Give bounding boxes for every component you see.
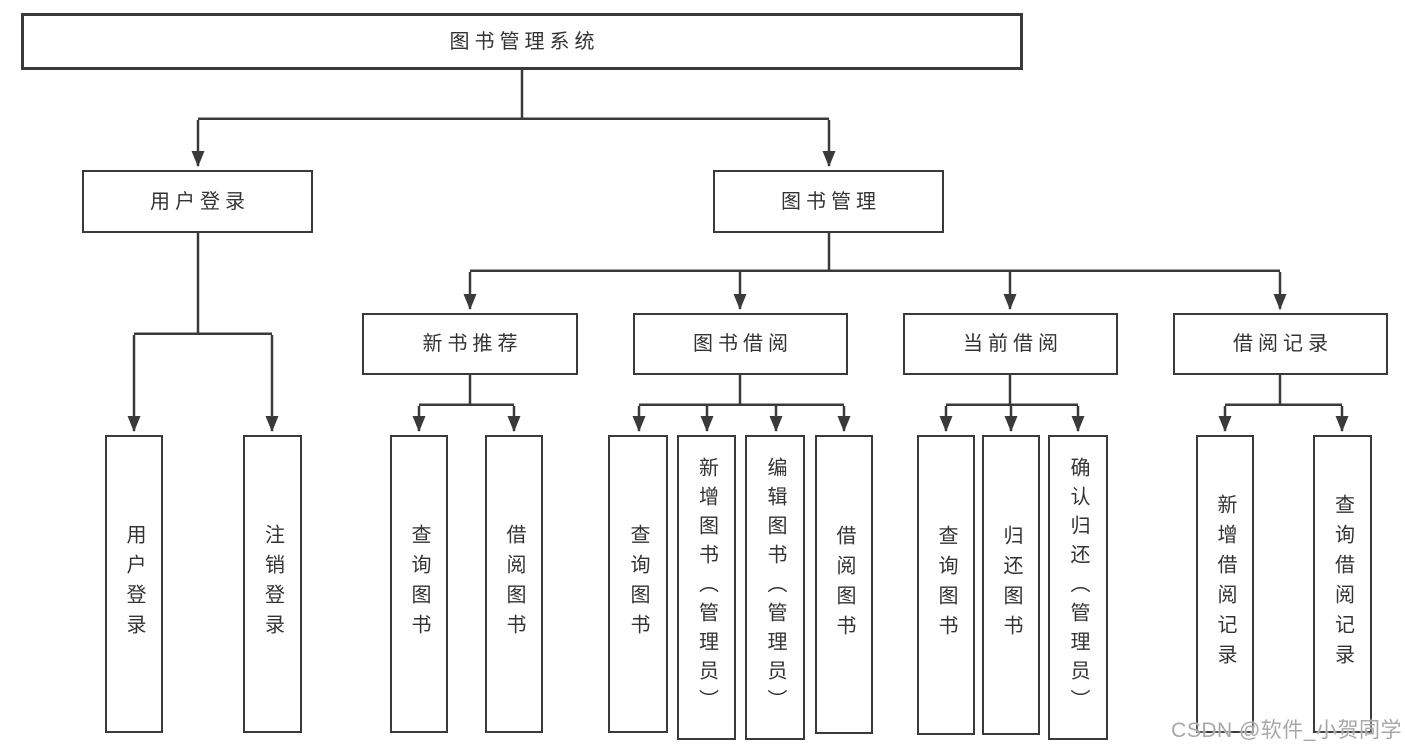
leaf-confirm-return-admin: 确认归还（管理员） — [1048, 435, 1108, 740]
leaf-logout: 注销登录 — [243, 435, 302, 733]
leaf-add-book-admin: 新增图书（管理员） — [677, 435, 736, 740]
wire-userlogin-branch — [134, 233, 272, 335]
node-book-borrow: 图书借阅 — [633, 313, 848, 375]
node-new-book-recommend: 新书推荐 — [362, 313, 578, 375]
leaf-add-borrow-record: 新增借阅记录 — [1196, 435, 1254, 733]
wire-bookmgmt-branch — [470, 233, 1280, 272]
csdn-watermark: CSDN @软件_小贺同学 — [1171, 719, 1402, 742]
wire-root-to-level2 — [198, 70, 829, 120]
node-user-login: 用户登录 — [82, 170, 313, 233]
wire-borrow-branch — [639, 375, 844, 406]
wire-current-branch — [946, 375, 1078, 406]
node-current-borrow: 当前借阅 — [903, 313, 1118, 375]
leaf-query-books-borrow: 查询图书 — [608, 435, 668, 733]
wire-newrec-branch — [419, 375, 514, 406]
node-library-system: 图书管理系统 — [21, 13, 1023, 70]
leaf-edit-book-admin: 编辑图书（管理员） — [745, 435, 805, 740]
leaf-return-book: 归还图书 — [982, 435, 1040, 735]
leaf-query-books-current: 查询图书 — [917, 435, 975, 735]
leaf-borrow-books-borrow: 借阅图书 — [815, 435, 873, 734]
wire-records-branch — [1225, 375, 1342, 406]
leaf-query-books-recommend: 查询图书 — [390, 435, 448, 733]
leaf-user-login: 用户登录 — [105, 435, 163, 733]
node-book-management: 图书管理 — [713, 170, 944, 233]
node-borrow-records: 借阅记录 — [1173, 313, 1388, 375]
leaf-query-borrow-record: 查询借阅记录 — [1313, 435, 1372, 733]
leaf-borrow-books-recommend: 借阅图书 — [485, 435, 543, 733]
